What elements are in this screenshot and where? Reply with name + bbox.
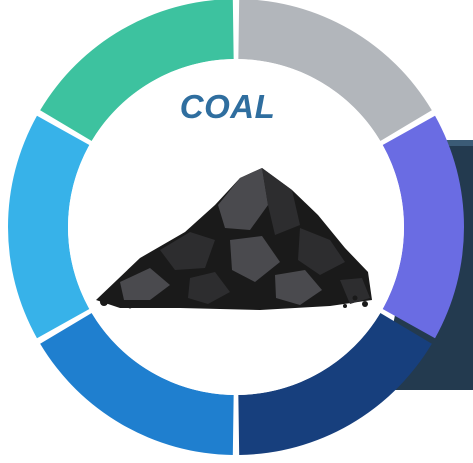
coal-chunk bbox=[218, 168, 268, 230]
coal-crumb bbox=[100, 298, 108, 306]
coal-chunk bbox=[262, 168, 300, 235]
coal-pile-icon bbox=[96, 168, 372, 310]
coal-chunk bbox=[188, 272, 230, 304]
segment-right bbox=[382, 115, 465, 339]
coal-chunk bbox=[340, 278, 370, 304]
coal-crumb bbox=[362, 301, 368, 307]
coal-crumb bbox=[127, 303, 133, 309]
diagram-title: COAL bbox=[179, 88, 276, 125]
coal-chunk bbox=[160, 232, 215, 270]
segment-top-left bbox=[40, 0, 234, 141]
coal-chunk bbox=[230, 236, 280, 282]
coal-chunk bbox=[298, 228, 345, 275]
segment-top-right bbox=[238, 0, 432, 141]
coal-crumb bbox=[343, 304, 347, 308]
segment-left bbox=[8, 115, 90, 339]
segment-bottom-right bbox=[238, 313, 432, 455]
coal-chunk bbox=[275, 270, 322, 305]
coal-crumb bbox=[109, 293, 115, 299]
segment-bottom-left bbox=[40, 313, 234, 455]
coal-crumb bbox=[352, 295, 358, 301]
ring-segments bbox=[8, 0, 465, 455]
coal-chunk bbox=[120, 268, 170, 300]
